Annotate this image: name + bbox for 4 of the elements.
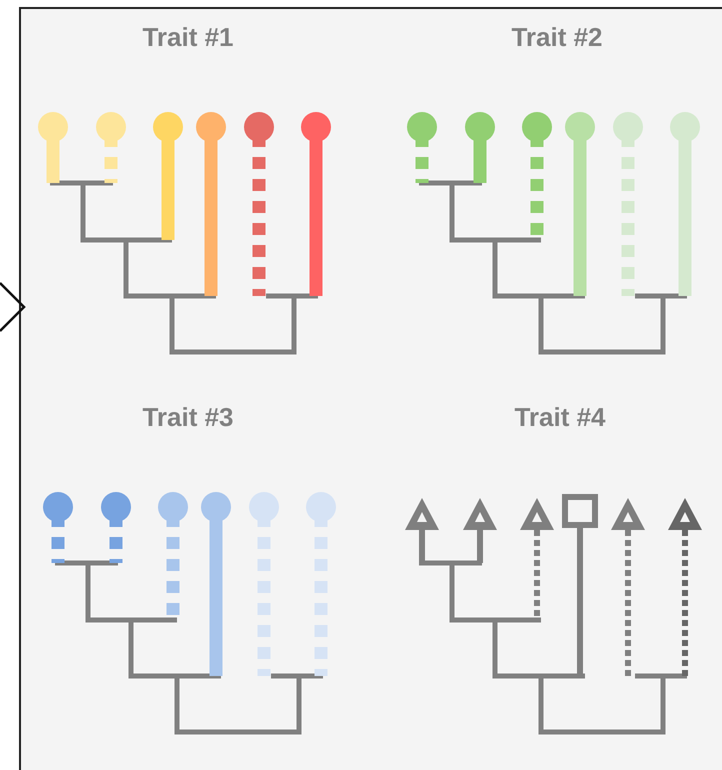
trait-heading: Trait #2 [511,22,603,53]
trait-heading: Trait #4 [514,402,606,433]
trait-heading: Trait #3 [142,402,234,433]
trait-heading: Trait #1 [142,22,234,53]
